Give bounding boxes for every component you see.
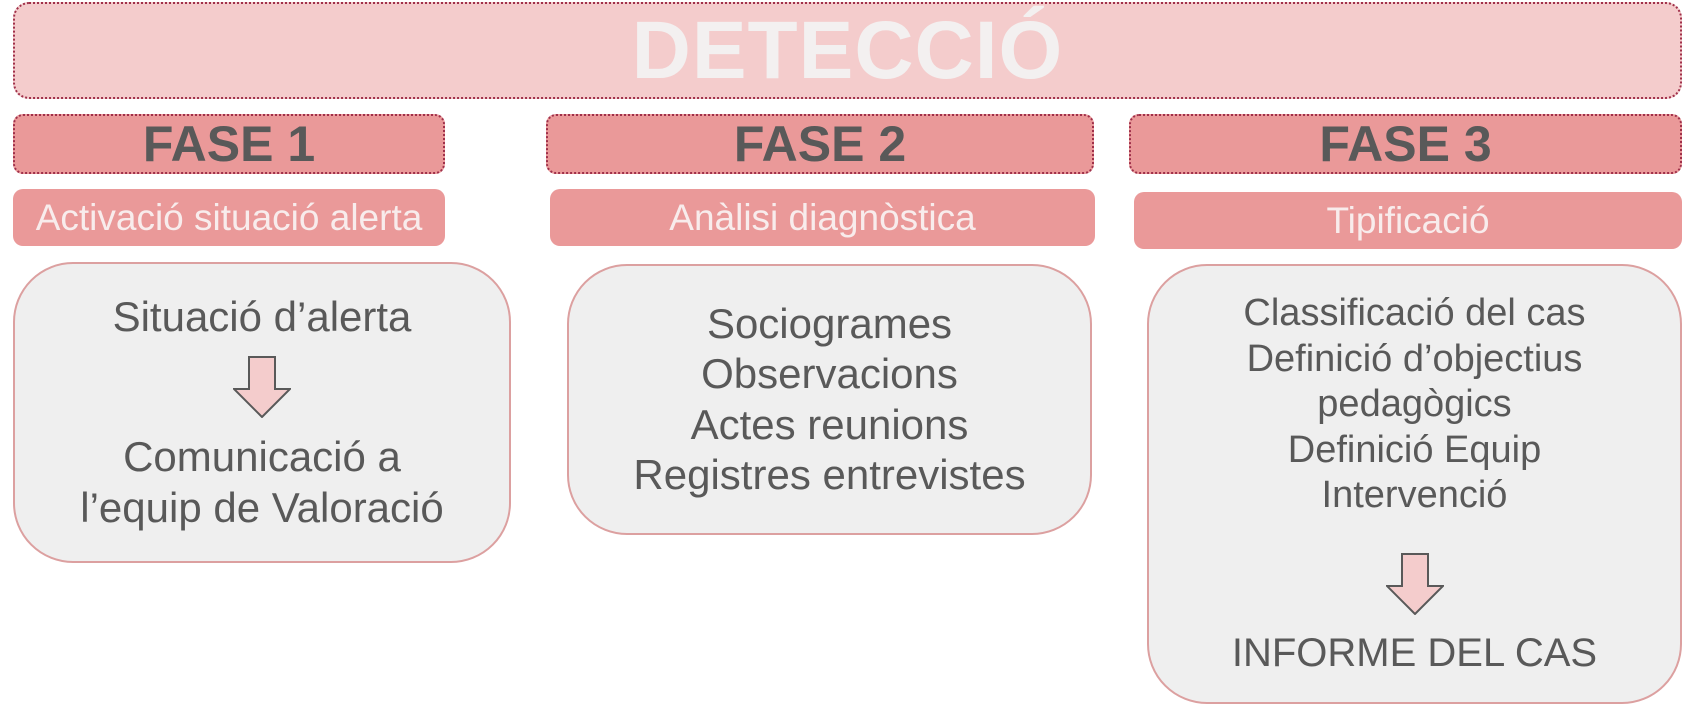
phase-3-subtitle: Tipificació [1134, 192, 1682, 249]
phase-3-item: Definició d’objectius [1246, 337, 1583, 380]
phase-1-subtitle: Activació situació alerta [13, 189, 445, 246]
arrow-down-icon [233, 356, 291, 419]
phase-1-item: Situació d’alerta [112, 292, 412, 340]
phase-1-item: Comunicació a [123, 433, 401, 481]
phase-2-item: Observacions [701, 350, 958, 398]
diagram-title: DETECCIÓ [631, 4, 1064, 96]
phase-3-content: Classificació del cas Definició d’object… [1147, 264, 1682, 704]
phase-1-content: Situació d’alerta Comunicació a l’equip … [13, 262, 511, 563]
phase-2-item: Registres entrevistes [633, 450, 1026, 498]
phase-2-header: FASE 2 [546, 114, 1094, 174]
phase-2-subtitle: Anàlisi diagnòstica [550, 189, 1095, 246]
phase-2-content: Sociogrames Observacions Actes reunions … [567, 264, 1092, 535]
phase-1-header: FASE 1 [13, 114, 445, 174]
phase-3-item: Intervenció [1321, 474, 1508, 517]
phase-3-item: pedagògics [1317, 383, 1512, 426]
phase-3-item: Definició Equip [1287, 428, 1542, 471]
phase-2-item: Sociogrames [706, 299, 953, 347]
case-report-label: INFORME DEL CAS [1231, 630, 1598, 675]
phase-3-header: FASE 3 [1129, 114, 1682, 174]
arrow-down-icon [1385, 552, 1444, 615]
phase-3-item: Classificació del cas [1243, 292, 1586, 335]
phase-1-item: l’equip de Valoració [80, 483, 444, 531]
phase-2-item: Actes reunions [690, 400, 969, 448]
detection-banner: DETECCIÓ [13, 2, 1682, 99]
